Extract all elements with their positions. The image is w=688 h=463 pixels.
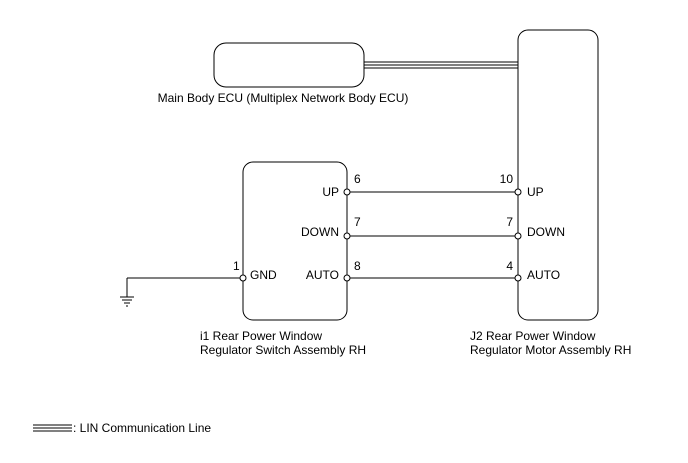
motor-pin-up-number: 10 [500,172,514,186]
switch-pin-up-label: UP [322,185,339,199]
motor-assembly-name-line2: Regulator Motor Assembly RH [470,343,631,357]
legend-lin-label: : LIN Communication Line [73,421,211,435]
ground-icon [120,296,134,307]
terminal-switch-down [343,232,351,240]
motor-pin-auto-number: 4 [506,259,513,273]
ground-wire [126,277,240,297]
terminal-motor-down [514,232,522,240]
terminal-switch-gnd [239,274,247,282]
switch-pin-auto-number: 8 [354,259,361,273]
motor-pin-down-number: 7 [506,215,513,229]
motor-pin-up-label: UP [527,185,544,199]
switch-pin-down-number: 7 [354,215,361,229]
motor-pin-down-label: DOWN [527,225,565,239]
switch-pin-up-number: 6 [354,172,361,186]
switch-pin-auto-label: AUTO [306,268,339,282]
lin-communication-line [364,61,518,69]
switch-assembly-name-line1: i1 Rear Power Window [200,329,322,343]
main-body-ecu-label: Main Body ECU (Multiplex Network Body EC… [158,91,409,105]
legend-lin-line-icon [33,424,72,432]
switch-pin-down-label: DOWN [301,225,339,239]
terminal-motor-up [514,188,522,196]
motor-assembly-name-line1: J2 Rear Power Window [470,329,596,343]
terminal-switch-auto [343,274,351,282]
switch-assembly-box [242,161,348,321]
motor-assembly-box [517,29,599,321]
terminal-motor-auto [514,274,522,282]
switch-pin-gnd-number: 1 [233,259,240,273]
terminal-switch-up [343,188,351,196]
switch-assembly-name-line2: Regulator Switch Assembly RH [200,343,366,357]
switch-pin-gnd-label: GND [250,268,277,282]
main-body-ecu-box [213,42,365,88]
motor-pin-auto-label: AUTO [527,268,560,282]
